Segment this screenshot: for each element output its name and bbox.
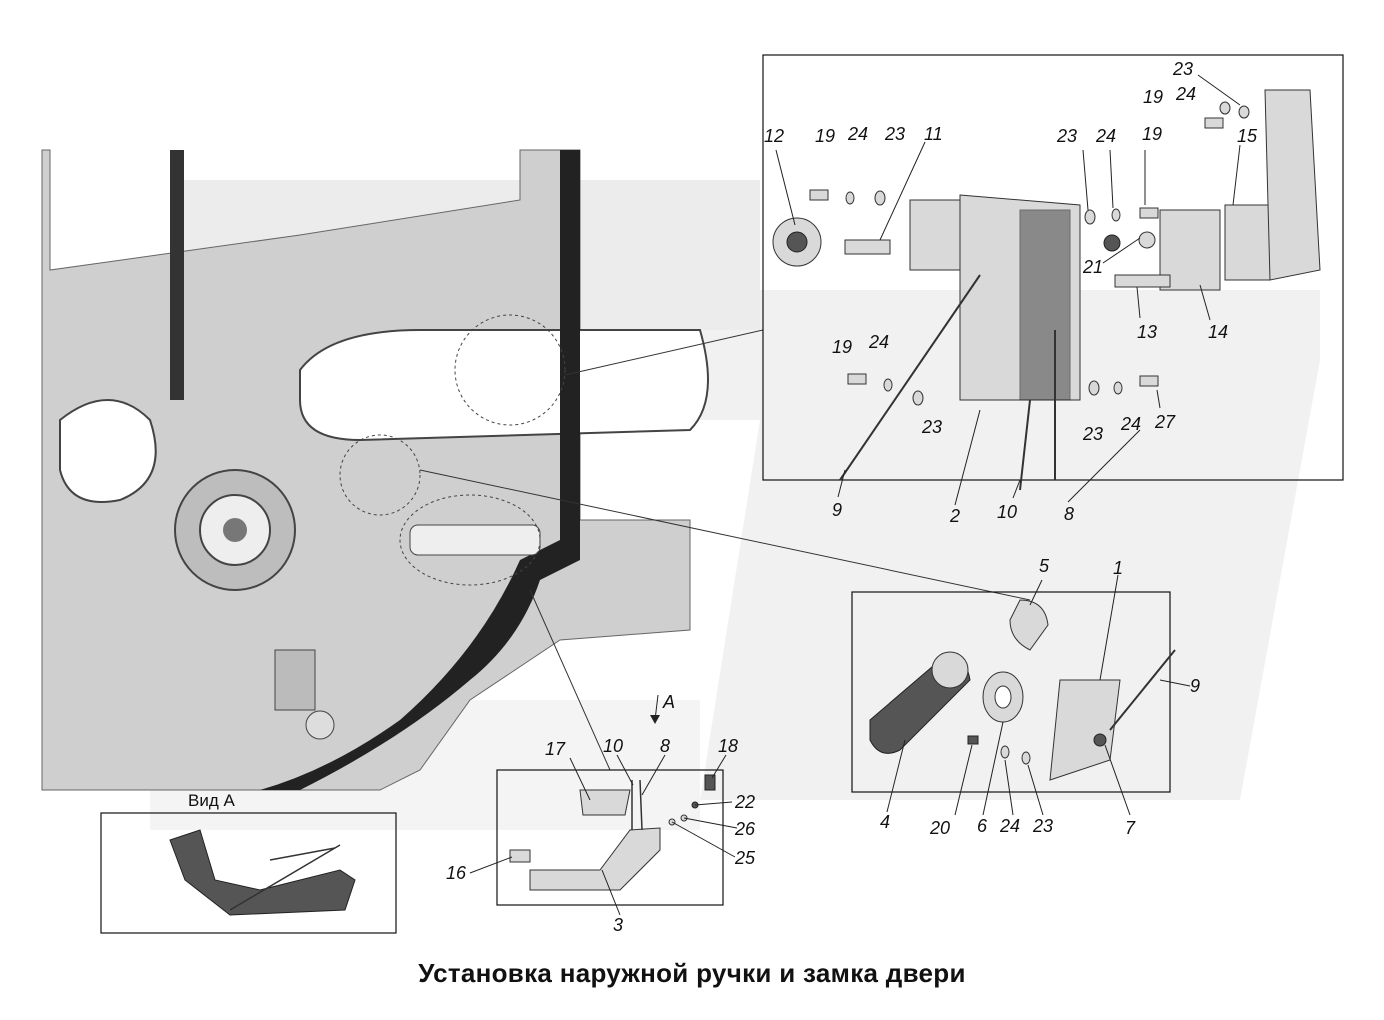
callout-label: 23: [1032, 816, 1053, 836]
outer-handle-parts: [509, 774, 716, 891]
door-panel: [41, 149, 709, 791]
callout-label: 19: [1142, 124, 1162, 144]
callout-label: 8: [1064, 504, 1074, 524]
callout-label: 23: [1056, 126, 1077, 146]
callout-label: 23: [884, 124, 905, 144]
callout-label: 9: [1190, 676, 1200, 696]
callout-label: 15: [1237, 126, 1258, 146]
callout-label: 24: [847, 124, 868, 144]
handle-mechanism-frame: [851, 591, 1171, 793]
callout-label: 13: [1137, 322, 1157, 342]
callout-label: 6: [977, 816, 988, 836]
callout-label: 16: [446, 863, 467, 883]
detail-leader-lines: [419, 329, 1031, 771]
callout-label: 19: [832, 337, 852, 357]
callout-label: 24: [868, 332, 889, 352]
callout-label: 5: [1039, 556, 1050, 576]
callout-label: 19: [815, 126, 835, 146]
callout-leaders: [469, 74, 1241, 916]
callout-label: 2: [949, 506, 960, 526]
callout-label: 22: [734, 792, 755, 812]
callout-label: 24: [1095, 126, 1116, 146]
callouts-upper-right: 23 19 24 15 12 19 24 23 11 23 24 19 21 1…: [764, 59, 1258, 526]
callout-label: 12: [764, 126, 784, 146]
callout-label: 10: [603, 736, 623, 756]
callout-label: 23: [1082, 424, 1103, 444]
diagram-caption: Установка наружной ручки и замка двери: [418, 958, 966, 988]
outer-handle-frame: [496, 769, 724, 906]
callout-label: 21: [1082, 257, 1103, 277]
callout-label: 3: [613, 915, 623, 935]
callout-label: 10: [997, 502, 1017, 522]
view-a-frame: [100, 812, 397, 934]
callout-label: 27: [1154, 412, 1176, 432]
callout-label: 25: [734, 848, 756, 868]
view-a-label: Вид А: [188, 791, 235, 810]
callout-label: 9: [832, 500, 842, 520]
view-arrow-label: А: [662, 692, 675, 712]
callout-label: 19: [1143, 87, 1163, 107]
view-a-parts: [169, 829, 356, 916]
handle-mechanism-parts: [869, 599, 1176, 781]
lock-detail-frame: [762, 54, 1344, 481]
callout-label: 24: [1120, 414, 1141, 434]
callout-label: 23: [1172, 59, 1193, 79]
callout-label: 23: [921, 417, 942, 437]
callout-label: 20: [929, 818, 950, 838]
callout-label: 8: [660, 736, 670, 756]
callout-label: 7: [1125, 818, 1136, 838]
callout-label: 24: [1175, 84, 1196, 104]
lock-assembly-parts: [772, 89, 1321, 491]
callout-label: 17: [545, 739, 566, 759]
callout-label: 18: [718, 736, 738, 756]
callout-label: 26: [734, 819, 756, 839]
callouts-lower-center: 17 10 8 18 22 26 25 16 3 А: [446, 692, 756, 935]
callout-label: 24: [999, 816, 1020, 836]
callout-label: 1: [1113, 558, 1123, 578]
callout-label: 11: [924, 124, 943, 144]
callouts-middle-right: 5 1 9 4 20 6 24 23 7: [880, 556, 1200, 838]
callout-label: 4: [880, 812, 890, 832]
callout-label: 14: [1208, 322, 1228, 342]
